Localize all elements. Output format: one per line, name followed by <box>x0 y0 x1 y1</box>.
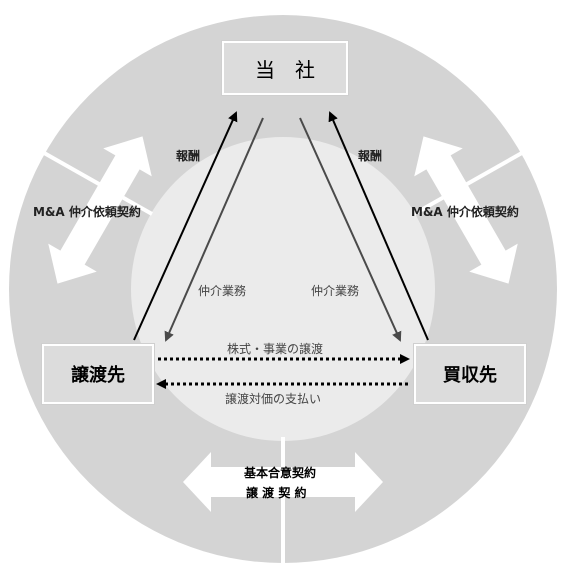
transfer-agreement-label: 譲 渡 契 約 <box>246 486 307 500</box>
ring-dividers <box>29 143 537 566</box>
ma-contract-label-left: M&A 仲介依頼契約 <box>33 205 141 219</box>
fee-label-left: 報酬 <box>176 149 201 163</box>
basic-agreement-label: 基本合意契約 <box>244 466 317 480</box>
service-arrow-left <box>164 117 264 342</box>
service-label-left: 仲介業務 <box>198 284 247 298</box>
double-arrow-icon <box>183 452 383 512</box>
fee-arrow-left <box>133 111 238 341</box>
fee-label-right: 報酬 <box>358 149 383 163</box>
inner-circle <box>131 137 435 441</box>
company-label: 当 社 <box>255 57 315 82</box>
service-label-right: 仲介業務 <box>311 284 360 298</box>
payment-label: 譲渡対価の支払い <box>225 392 322 406</box>
service-arrow-right <box>299 117 402 342</box>
double-arrow-icon <box>48 136 152 284</box>
ma-contract-label-right: M&A 仲介依頼契約 <box>411 205 519 219</box>
transfer-label: 株式・事業の譲渡 <box>227 342 324 356</box>
buyer-box: 買収先 <box>413 343 527 405</box>
fee-arrow-right <box>328 111 429 341</box>
seller-label: 譲渡先 <box>71 365 125 386</box>
company-box: 当 社 <box>221 40 349 96</box>
double-arrow-icon <box>414 136 518 284</box>
buyer-label: 買収先 <box>443 365 497 386</box>
seller-box: 譲渡先 <box>41 343 155 405</box>
